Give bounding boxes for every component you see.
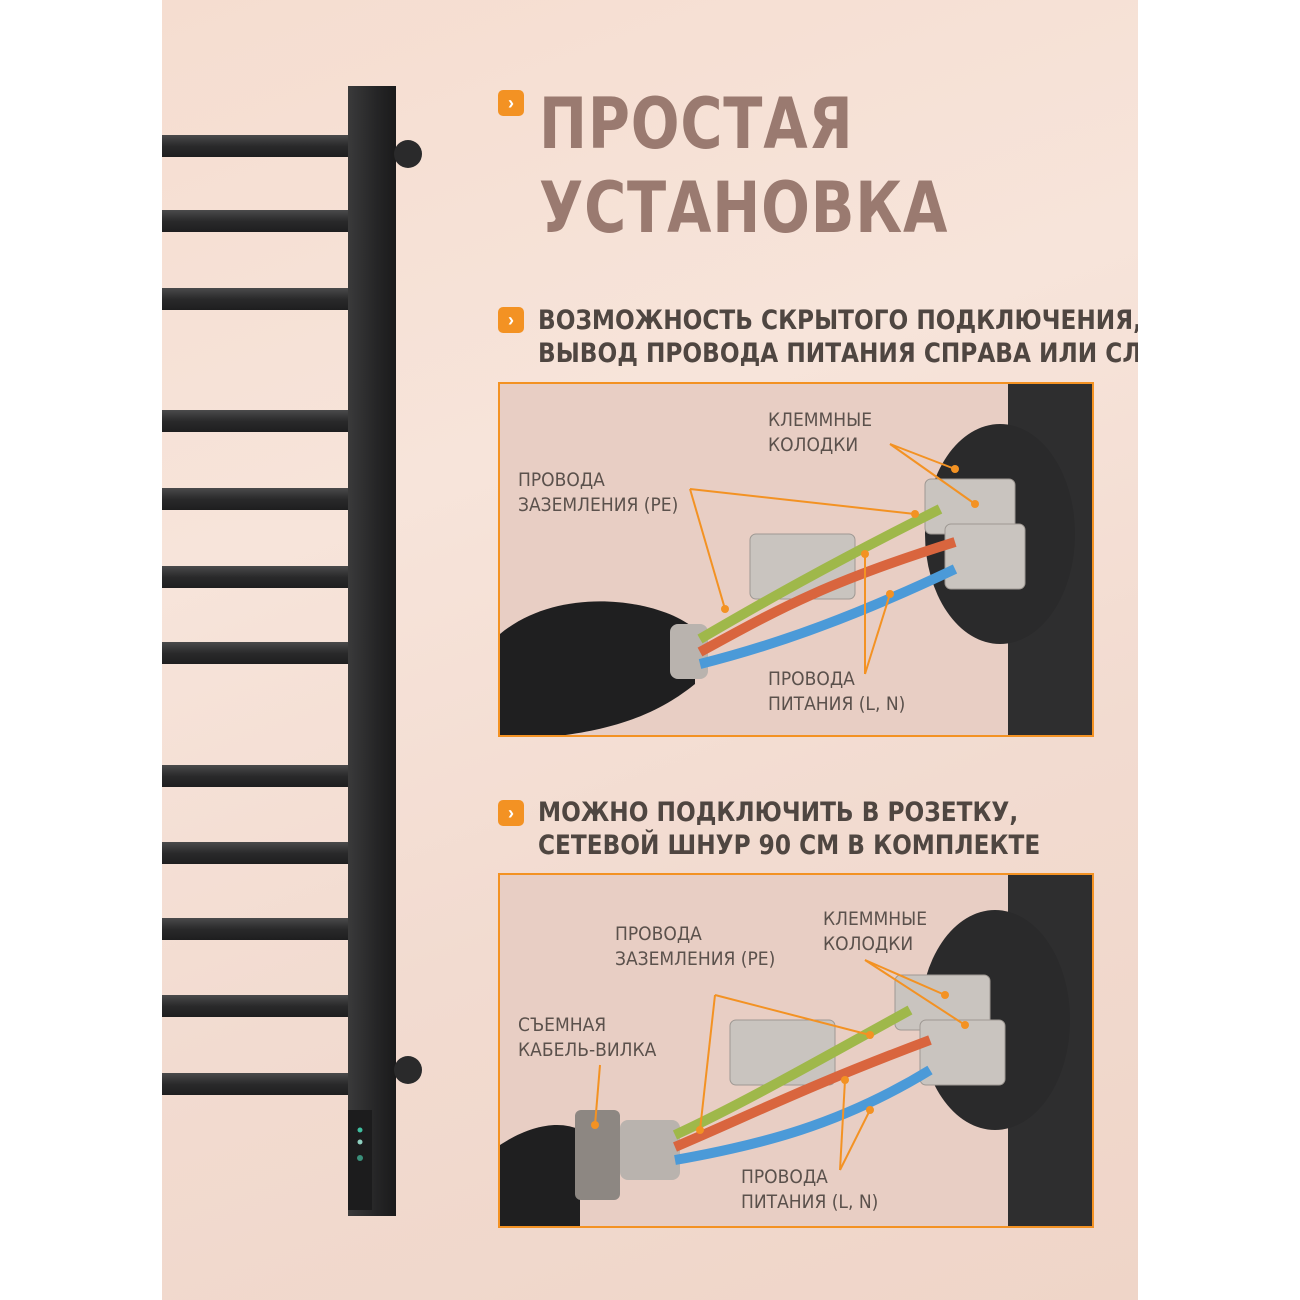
towel-rail-illustration (162, 86, 422, 1216)
wiring-illustration-1 (500, 384, 1092, 735)
product-card: › ПРОСТАЯ УСТАНОВКА › ВОЗМОЖНОСТЬ СКРЫТО… (162, 0, 1138, 1300)
wiring-illustration-2 (500, 875, 1092, 1226)
page-title: ПРОСТАЯ УСТАНОВКА (539, 82, 948, 250)
feature-plug-connection: МОЖНО ПОДКЛЮЧИТЬ В РОЗЕТКУ, СЕТЕВОЙ ШНУР… (538, 797, 1041, 861)
feature-hidden-connection: ВОЗМОЖНОСТЬ СКРЫТОГО ПОДКЛЮЧЕНИЯ, ВЫВОД … (538, 305, 1138, 369)
title-line-2: УСТАНОВКА (539, 167, 949, 249)
title-line-1: ПРОСТАЯ (539, 83, 854, 165)
feature2-chevron-right-icon: › (498, 800, 524, 826)
feature1-chevron-right-icon: › (498, 307, 524, 333)
title-chevron-right-icon: › (498, 90, 524, 116)
crossbars (162, 135, 357, 1095)
